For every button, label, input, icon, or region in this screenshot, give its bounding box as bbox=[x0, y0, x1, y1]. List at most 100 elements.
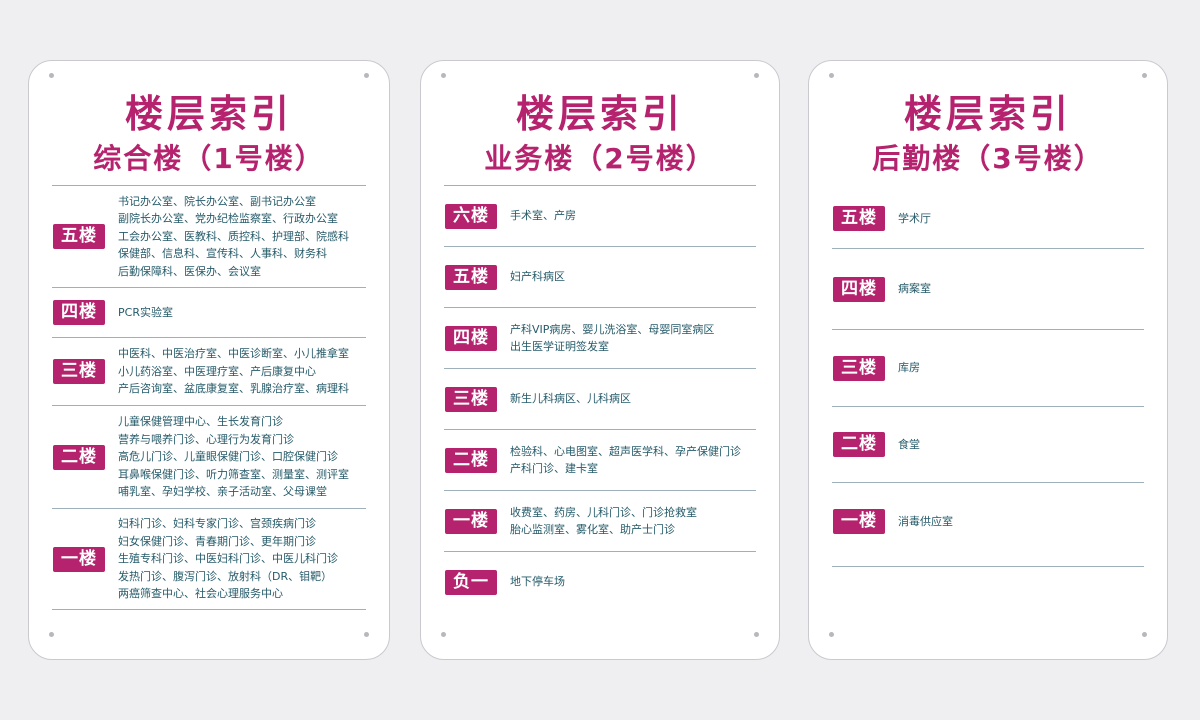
desc-line: 食堂 bbox=[898, 437, 920, 451]
floor-description: 学术厅 bbox=[898, 206, 931, 231]
floor-row: 五楼 书记办公室、院长办公室、副书记办公室 副院长办公室、党办纪检监察室、行政办… bbox=[52, 185, 366, 287]
floor-tag: 五楼 bbox=[53, 224, 105, 249]
floor-description: 消毒供应室 bbox=[898, 509, 953, 534]
desc-line: 副院长办公室、党办纪检监察室、行政办公室 bbox=[118, 212, 338, 226]
board-subtitle: 综合楼（1号楼） bbox=[93, 142, 325, 175]
board-building-2: 楼层索引 业务楼（2号楼） 六楼 手术室、产房 五楼 妇产科病区 四楼 产科VI… bbox=[420, 60, 780, 660]
mounting-hole bbox=[1142, 632, 1147, 637]
floor-tag: 一楼 bbox=[53, 546, 105, 572]
floor-description: 妇产科病区 bbox=[510, 268, 565, 286]
floor-tag: 二楼 bbox=[445, 447, 497, 473]
mounting-hole bbox=[441, 73, 446, 78]
mounting-hole bbox=[364, 632, 369, 637]
floor-description: 检验科、心电图室、超声医学科、孕产保健门诊 产科门诊、建卡室 bbox=[510, 443, 741, 478]
desc-line: 检验科、心电图室、超声医学科、孕产保健门诊 bbox=[510, 444, 741, 458]
floor-row: 二楼 检验科、心电图室、超声医学科、孕产保健门诊 产科门诊、建卡室 bbox=[444, 429, 756, 490]
floor-description: 书记办公室、院长办公室、副书记办公室 副院长办公室、党办纪检监察室、行政办公室 … bbox=[118, 193, 349, 281]
floor-row: 一楼 收费室、药房、儿科门诊、门诊抢救室 胎心监测室、雾化室、助产士门诊 bbox=[444, 490, 756, 551]
floor-description: PCR实验室 bbox=[118, 304, 173, 322]
floor-tag: 四楼 bbox=[53, 300, 105, 325]
floor-description: 中医科、中医治疗室、中医诊断室、小儿推拿室 小儿药浴室、中医理疗室、产后康复中心… bbox=[118, 345, 349, 398]
desc-line: 手术室、产房 bbox=[510, 209, 576, 223]
mounting-hole bbox=[1142, 73, 1147, 78]
board-title: 楼层索引 bbox=[124, 92, 293, 136]
floor-tag: 负一楼 bbox=[445, 569, 497, 617]
mounting-hole bbox=[49, 632, 54, 637]
floor-row: 四楼 病案室 bbox=[832, 248, 1144, 329]
floor-row: 四楼 PCR实验室 bbox=[52, 287, 366, 337]
floor-tag: 五楼 bbox=[833, 206, 885, 231]
floor-description: 病案室 bbox=[898, 280, 931, 298]
floor-row: 二楼 儿童保健管理中心、生长发育门诊 营养与喂养门诊、心理行为发育门诊 高危儿门… bbox=[52, 405, 366, 508]
board-building-1: 楼层索引 综合楼（1号楼） 五楼 书记办公室、院长办公室、副书记办公室 副院长办… bbox=[28, 60, 390, 660]
desc-line: 生殖专科门诊、中医妇科门诊、中医儿科门诊 bbox=[118, 552, 338, 566]
floor-tag: 一楼 bbox=[833, 509, 885, 534]
floor-tag: 六楼 bbox=[445, 203, 497, 229]
floor-description: 产科VIP病房、婴儿洗浴室、母婴同室病区 出生医学证明签发室 bbox=[510, 321, 714, 356]
desc-line: 营养与喂养门诊、心理行为发育门诊 bbox=[118, 432, 294, 446]
floor-list: 五楼 学术厅 四楼 病案室 三楼 库房 二楼 食堂 bbox=[832, 185, 1144, 567]
desc-line: 发热门诊、腹泻门诊、放射科（DR、钼靶） bbox=[118, 569, 333, 583]
floor-row: 二楼 食堂 bbox=[832, 406, 1144, 482]
desc-line: 新生儿科病区、儿科病区 bbox=[510, 392, 631, 406]
desc-line: 产科门诊、建卡室 bbox=[510, 462, 598, 475]
floor-row: 五楼 学术厅 bbox=[832, 185, 1144, 248]
desc-line: 保健部、信息科、宣传科、人事科、财务科 bbox=[118, 247, 327, 261]
floor-row: 四楼 产科VIP病房、婴儿洗浴室、母婴同室病区 出生医学证明签发室 bbox=[444, 307, 756, 368]
mounting-hole bbox=[364, 73, 369, 78]
floor-tag: 三楼 bbox=[833, 355, 885, 381]
floor-tag: 四楼 bbox=[445, 325, 497, 351]
floor-tag: 五楼 bbox=[445, 264, 497, 290]
floor-description: 新生儿科病区、儿科病区 bbox=[510, 390, 631, 408]
mounting-hole bbox=[829, 73, 834, 78]
desc-line: 妇女保健门诊、青春期门诊、更年期门诊 bbox=[118, 534, 316, 548]
desc-line: 产后咨询室、盆底康复室、乳腺治疗室、病理科 bbox=[118, 382, 349, 396]
desc-line: 中医科、中医治疗室、中医诊断室、小儿推拿室 bbox=[118, 347, 349, 361]
desc-line: 出生医学证明签发室 bbox=[510, 340, 609, 353]
mounting-hole bbox=[754, 632, 759, 637]
desc-line: 小儿药浴室、中医理疗室、产后康复中心 bbox=[118, 364, 316, 378]
floor-description: 库房 bbox=[898, 359, 920, 377]
desc-line: 胎心监测室、雾化室、助产士门诊 bbox=[510, 523, 675, 536]
board-subtitle: 业务楼（2号楼） bbox=[484, 142, 716, 175]
desc-line: 产科VIP病房、婴儿洗浴室、母婴同室病区 bbox=[510, 322, 715, 336]
floor-tag: 二楼 bbox=[833, 432, 885, 457]
board-title: 楼层索引 bbox=[515, 92, 684, 136]
floor-description: 地下停车场 bbox=[510, 573, 565, 591]
floor-row: 六楼 手术室、产房 bbox=[444, 185, 756, 246]
floor-description: 手术室、产房 bbox=[510, 207, 576, 225]
board-subtitle: 后勤楼（3号楼） bbox=[872, 142, 1104, 175]
desc-line: 消毒供应室 bbox=[898, 515, 953, 528]
floor-tag: 二楼 bbox=[53, 444, 105, 470]
mounting-hole bbox=[829, 632, 834, 637]
desc-line: 妇产科病区 bbox=[510, 270, 565, 284]
floor-list: 五楼 书记办公室、院长办公室、副书记办公室 副院长办公室、党办纪检监察室、行政办… bbox=[52, 185, 366, 610]
board-title: 楼层索引 bbox=[903, 92, 1072, 136]
desc-line: PCR实验室 bbox=[118, 305, 173, 319]
mounting-hole bbox=[441, 632, 446, 637]
desc-line: 耳鼻喉保健门诊、听力筛查室、测量室、测评室 bbox=[118, 467, 349, 481]
floor-row: 负一楼 地下停车场 bbox=[444, 551, 756, 617]
floor-row: 五楼 妇产科病区 bbox=[444, 246, 756, 307]
floor-tag: 一楼 bbox=[445, 508, 497, 534]
desc-line: 学术厅 bbox=[898, 212, 931, 225]
floor-row: 三楼 库房 bbox=[832, 329, 1144, 406]
floor-description: 儿童保健管理中心、生长发育门诊 营养与喂养门诊、心理行为发育门诊 高危儿门诊、儿… bbox=[118, 413, 349, 501]
desc-line: 工会办公室、医教科、质控科、护理部、院感科 bbox=[118, 229, 349, 243]
desc-line: 妇科门诊、妇科专家门诊、宫颈疾病门诊 bbox=[118, 517, 316, 531]
mounting-hole bbox=[754, 73, 759, 78]
desc-line: 库房 bbox=[898, 361, 920, 375]
floor-tag: 三楼 bbox=[445, 386, 497, 412]
floor-row: 一楼 妇科门诊、妇科专家门诊、宫颈疾病门诊 妇女保健门诊、青春期门诊、更年期门诊… bbox=[52, 508, 366, 610]
floor-description: 妇科门诊、妇科专家门诊、宫颈疾病门诊 妇女保健门诊、青春期门诊、更年期门诊 生殖… bbox=[118, 515, 338, 603]
desc-line: 高危儿门诊、儿童眼保健门诊、口腔保健门诊 bbox=[118, 450, 338, 464]
floor-row: 三楼 新生儿科病区、儿科病区 bbox=[444, 368, 756, 429]
board-building-3: 楼层索引 后勤楼（3号楼） 五楼 学术厅 四楼 病案室 三楼 库房 bbox=[808, 60, 1168, 660]
floor-list: 六楼 手术室、产房 五楼 妇产科病区 四楼 产科VIP病房、婴儿洗浴室、母婴同室… bbox=[444, 185, 756, 617]
floor-description: 食堂 bbox=[898, 436, 920, 454]
desc-line: 收费室、药房、儿科门诊、门诊抢救室 bbox=[510, 505, 697, 519]
desc-line: 病案室 bbox=[898, 282, 931, 296]
desc-line: 两癌筛查中心、社会心理服务中心 bbox=[118, 587, 283, 601]
floor-description: 收费室、药房、儿科门诊、门诊抢救室 胎心监测室、雾化室、助产士门诊 bbox=[510, 504, 697, 539]
